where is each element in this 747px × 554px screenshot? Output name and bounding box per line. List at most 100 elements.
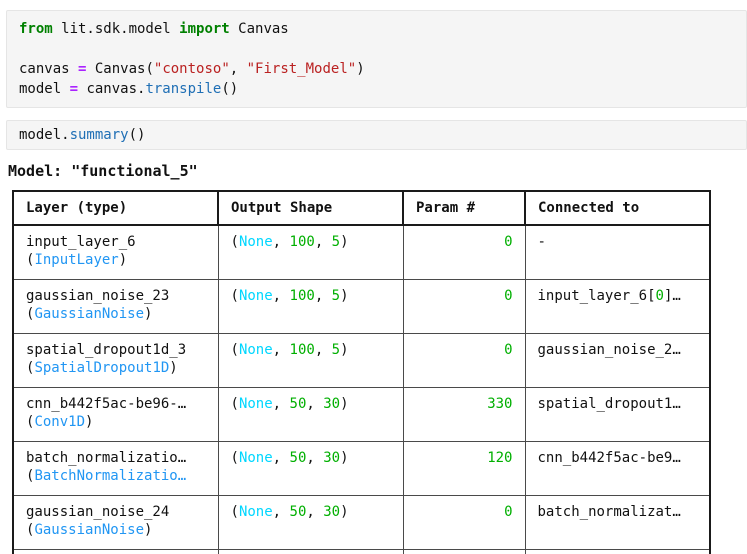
- param-count-cell: 0: [402, 224, 526, 280]
- text-segment: ): [340, 503, 349, 520]
- text-segment: (: [230, 449, 239, 466]
- text-segment: (: [26, 521, 35, 538]
- layer-type: (GaussianNoise): [26, 521, 206, 539]
- text-segment: gaussian_noise_2…: [537, 341, 681, 358]
- text-segment: 30: [323, 503, 341, 520]
- text-segment: ,: [314, 287, 332, 304]
- text-segment: ,: [314, 234, 332, 250]
- text-segment: ,: [272, 395, 290, 412]
- text-segment: "First_Model": [246, 61, 357, 77]
- empty-cell: [402, 548, 526, 554]
- summary-table-body: input_layer_6(InputLayer)(None, 100, 5)0…: [12, 224, 711, 554]
- text-segment: ,: [306, 503, 324, 520]
- text-segment: input_layer_6[: [537, 287, 656, 304]
- text-segment: GaussianNoise: [34, 521, 145, 538]
- empty-cell: [217, 548, 404, 554]
- text-segment: ,: [272, 234, 290, 250]
- text-segment: ): [144, 305, 153, 322]
- model-title: Model: "functional_5": [8, 162, 198, 180]
- text-segment: 50: [289, 449, 307, 466]
- param-count-value: 120: [487, 449, 513, 466]
- param-count-cell: 0: [402, 332, 526, 388]
- connected-to-cell: gaussian_noise_2…: [524, 332, 711, 388]
- text-segment: ): [356, 61, 365, 77]
- text-segment: ,: [272, 341, 290, 358]
- table-row: batch_normalizatio…(BatchNormalizatio…(N…: [12, 440, 711, 496]
- text-segment: 30: [323, 449, 341, 466]
- output-shape-cell: (None, 100, 5): [217, 332, 404, 388]
- code-line: from lit.sdk.model import Canvas: [19, 19, 734, 39]
- text-segment: transpile: [145, 81, 222, 97]
- text-segment: Canvas(: [86, 61, 154, 77]
- text-segment: InputLayer: [34, 252, 119, 268]
- empty-cell: [524, 548, 711, 554]
- text-segment: from: [19, 21, 53, 37]
- text-segment: canvas: [19, 61, 79, 77]
- header-connected-to: Connected to: [524, 190, 711, 226]
- text-segment: (): [221, 81, 239, 97]
- text-segment: ,: [229, 61, 247, 77]
- text-segment: summary: [69, 127, 129, 143]
- param-count-value: 0: [504, 287, 513, 304]
- code-line: model.summary(): [19, 125, 734, 145]
- text-segment: ]…: [663, 287, 681, 304]
- code-line: canvas = Canvas("contoso", "First_Model"…: [19, 59, 734, 79]
- code-cell-input-1[interactable]: from lit.sdk.model import Canvas canvas …: [6, 10, 747, 108]
- param-count-cell: 330: [402, 386, 526, 442]
- output-shape-cell: (None, 100, 5): [217, 278, 404, 334]
- layer-cell: gaussian_noise_24(GaussianNoise): [12, 494, 219, 550]
- text-segment: None: [238, 395, 273, 412]
- text-segment: 100: [289, 234, 315, 250]
- text-segment: model: [19, 81, 70, 97]
- connected-to-cell: -: [524, 224, 711, 280]
- param-count-value: 0: [504, 503, 513, 520]
- header-layer-type: Layer (type): [12, 190, 219, 226]
- text-segment: Conv1D: [34, 413, 86, 430]
- text-segment: =: [78, 61, 87, 77]
- text-segment: ,: [314, 341, 332, 358]
- text-segment: (: [26, 467, 35, 484]
- text-segment: (: [26, 305, 35, 322]
- text-segment: ): [118, 252, 128, 268]
- layer-name: gaussian_noise_23: [26, 287, 170, 304]
- layer-cell: input_layer_6(InputLayer): [12, 224, 219, 280]
- table-row-partial: [12, 548, 711, 554]
- text-segment: ): [340, 341, 349, 358]
- text-segment: -: [537, 234, 546, 250]
- text-segment: Canvas: [229, 21, 289, 37]
- output-shape-cell: (None, 50, 30): [217, 494, 404, 550]
- text-segment: ): [85, 413, 94, 430]
- output-shape-cell: (None, 50, 30): [217, 440, 404, 496]
- connected-to-cell: spatial_dropout1…: [524, 386, 711, 442]
- text-segment: None: [238, 234, 273, 250]
- layer-type: (Conv1D): [26, 413, 206, 431]
- text-segment: 5: [331, 234, 341, 250]
- param-count-cell: 0: [402, 278, 526, 334]
- output-shape-cell: (None, 50, 30): [217, 386, 404, 442]
- text-segment: None: [238, 503, 273, 520]
- code-cell-input-2[interactable]: model.summary(): [6, 120, 747, 150]
- text-segment: ): [340, 449, 349, 466]
- text-segment: None: [238, 449, 273, 466]
- text-segment: ,: [306, 449, 324, 466]
- table-row: gaussian_noise_23(GaussianNoise)(None, 1…: [12, 278, 711, 334]
- text-segment: ,: [272, 449, 290, 466]
- layer-cell: cnn_b442f5ac-be96-…(Conv1D): [12, 386, 219, 442]
- text-segment: "contoso": [153, 61, 230, 77]
- text-segment: (: [230, 234, 239, 250]
- header-param-count: Param #: [402, 190, 526, 226]
- text-segment: (: [26, 413, 35, 430]
- text-segment: 30: [323, 395, 341, 412]
- text-segment: batch_normalizat…: [537, 503, 681, 520]
- layer-name: spatial_dropout1d_3: [26, 341, 187, 358]
- code-line: model = canvas.transpile(): [19, 79, 734, 99]
- layer-cell: gaussian_noise_23(GaussianNoise): [12, 278, 219, 334]
- text-segment: ): [340, 287, 349, 304]
- text-segment: (: [230, 503, 239, 520]
- table-row: cnn_b442f5ac-be96-…(Conv1D)(None, 50, 30…: [12, 386, 711, 442]
- param-count-value: 330: [487, 395, 513, 412]
- layer-name: input_layer_6: [26, 234, 136, 250]
- layer-name: batch_normalizatio…: [26, 449, 187, 466]
- output-shape-cell: (None, 100, 5): [217, 224, 404, 280]
